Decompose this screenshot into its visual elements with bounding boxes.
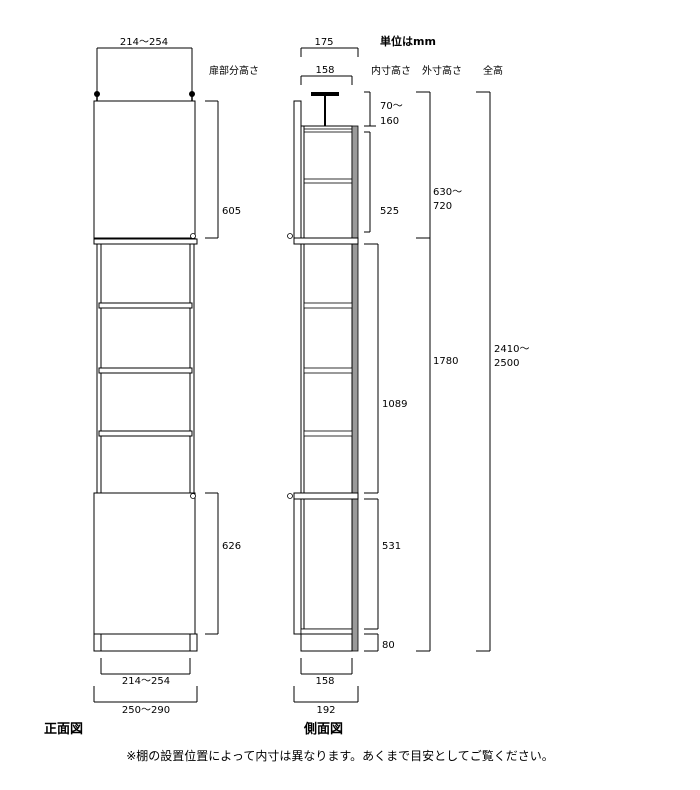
total-height-text-1: 2410～ [494, 344, 529, 355]
side-bottom-inner-text: 158 [315, 676, 334, 687]
units-label: 単位はmm [380, 34, 436, 48]
lower-door-height-text: 626 [222, 541, 241, 552]
side-bottom-outer-text: 192 [316, 705, 335, 716]
outer-height-header: 外寸高さ [422, 64, 462, 77]
upper-door-height-text: 605 [222, 206, 241, 217]
side-lower-box [300, 498, 353, 630]
front-shelf-2 [98, 367, 193, 374]
side-lower-door [293, 498, 302, 635]
total-height-header: 全高 [483, 64, 503, 77]
side-divider [293, 237, 359, 245]
side-upper-shelf [303, 178, 353, 184]
adjuster-height-text-1: 70～ [380, 101, 403, 112]
front-shelf-3 [98, 430, 193, 437]
side-back-panel [351, 125, 359, 652]
middle-inner-height-text: 1089 [382, 399, 407, 410]
outer-upper-text-2: 720 [433, 201, 452, 212]
front-base [93, 633, 198, 652]
outer-lower-text: 1780 [433, 356, 458, 367]
adjuster-height-text-2: 160 [380, 116, 399, 127]
front-view-label: 正面図 [44, 722, 83, 737]
total-height-text-2: 2500 [494, 358, 519, 369]
front-outer-width-text: 250～290 [122, 705, 170, 716]
outer-height-dims: 630～ 720 1780 [416, 91, 462, 652]
door-height-header: 扉部分高さ [209, 64, 259, 77]
side-shelf-2 [303, 367, 353, 374]
front-shelf-1 [98, 302, 193, 309]
upper-door-knob [190, 233, 196, 239]
side-view-label: 側面図 [303, 721, 343, 737]
side-lower-knob [287, 493, 293, 499]
side-upper-door [293, 100, 302, 239]
inner-height-header: 内寸高さ [371, 64, 411, 77]
base-height-text: 80 [382, 640, 395, 651]
side-adjuster-top [311, 92, 339, 96]
front-divider-shelf [93, 238, 198, 245]
side-top-inner-text: 158 [315, 65, 334, 76]
lower-inner-height-text: 531 [382, 541, 401, 552]
front-inner-width-text: 214～254 [122, 676, 170, 687]
side-upper-top-board [303, 128, 353, 133]
upper-inner-height-text: 525 [380, 206, 399, 217]
lower-door-knob [190, 493, 196, 499]
side-shelf-3 [303, 430, 353, 437]
upper-door [93, 100, 196, 239]
side-view: 175 158 [287, 37, 407, 737]
total-height-dim: 2410～ 2500 [476, 91, 529, 652]
footnote: ※棚の設置位置によって内寸は異なります。あくまで目安としてご覧ください。 [126, 748, 554, 763]
front-view: 214～254 605 626 [44, 37, 241, 737]
outer-upper-text-1: 630～ [433, 187, 462, 198]
lower-door [93, 492, 196, 635]
side-top-outer-text: 175 [314, 37, 333, 48]
side-bottom-board [300, 628, 353, 635]
side-upper-knob [287, 233, 293, 239]
front-top-width-text: 214～254 [120, 37, 168, 48]
side-base [300, 633, 353, 652]
side-lower-top-board [293, 492, 359, 500]
side-shelf-1 [303, 302, 353, 309]
